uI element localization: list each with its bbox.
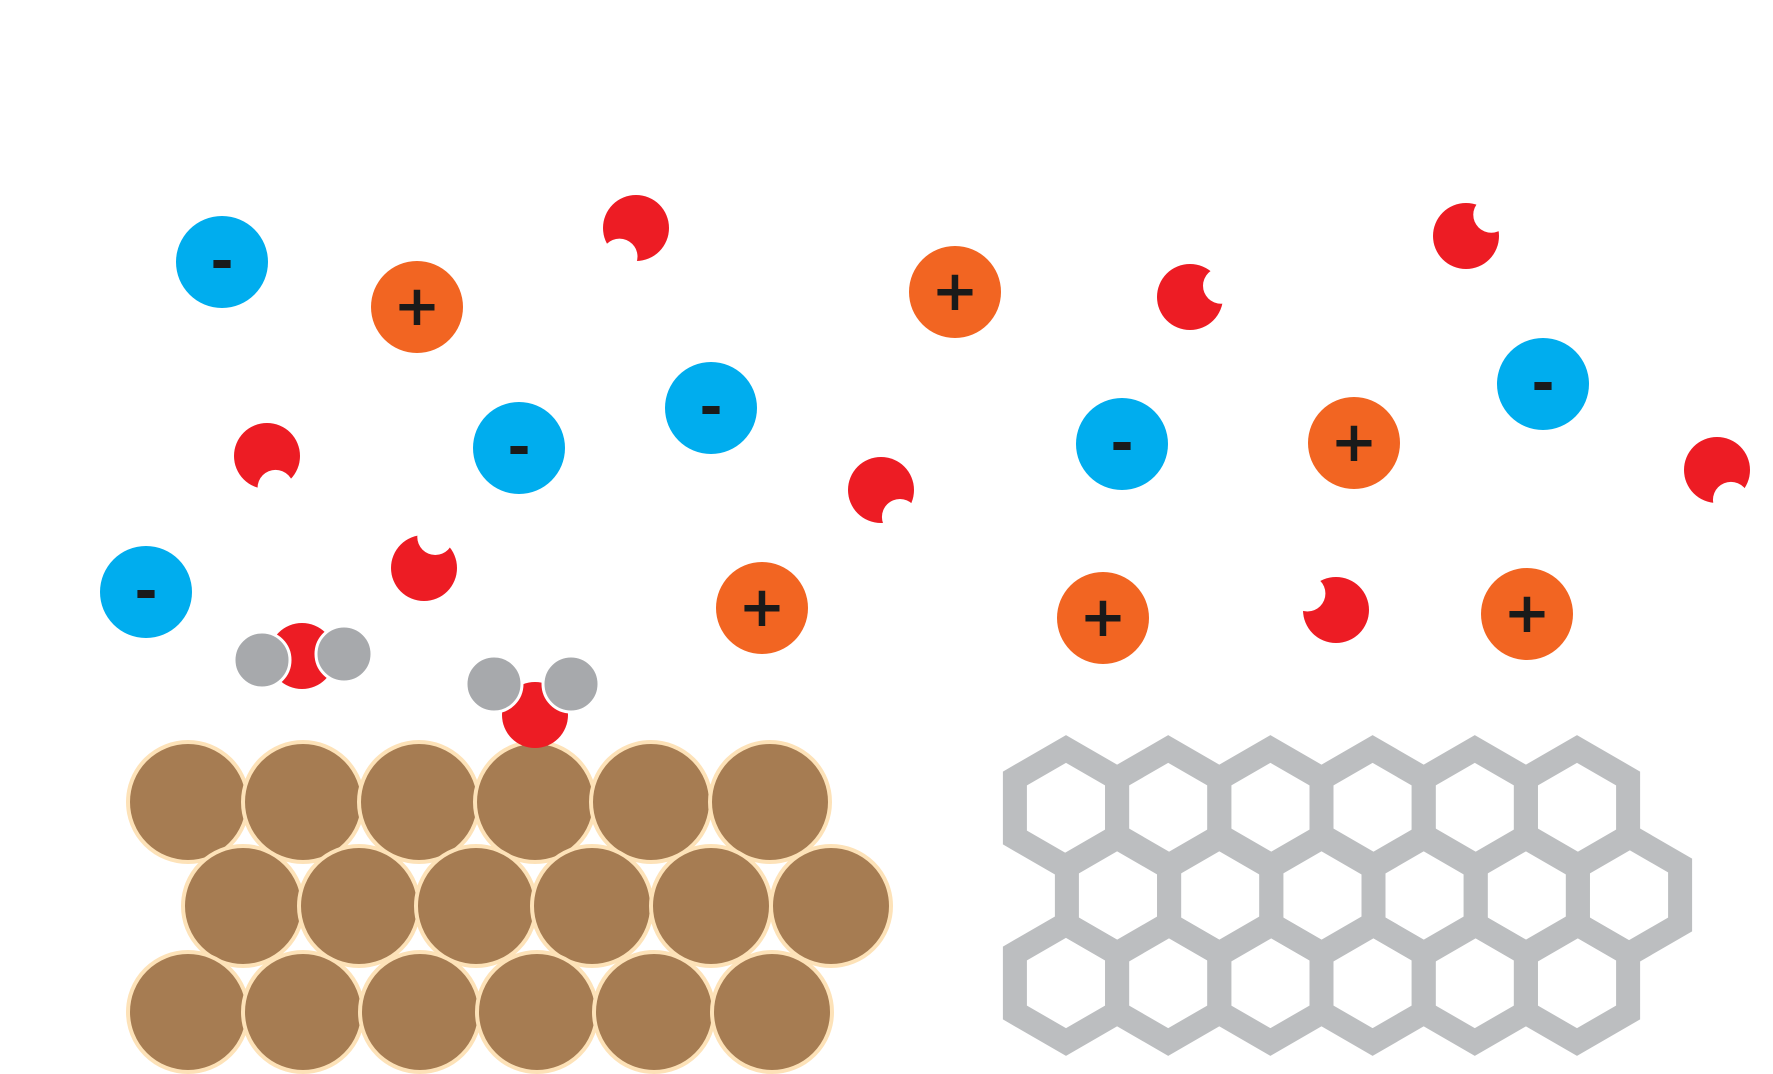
- hydroxide-ion-icon: [1433, 196, 1510, 269]
- positive-ion-icon: +: [1481, 568, 1573, 660]
- positive-ion-icon: +: [1057, 572, 1149, 664]
- metal-atom: [297, 844, 421, 968]
- ion-sign: +: [1080, 585, 1127, 650]
- metal-atom: [181, 844, 305, 968]
- ion-sign: +: [739, 575, 786, 640]
- cations: + + + + + +: [371, 246, 1573, 664]
- negative-ion-icon: -: [665, 362, 757, 454]
- ion-sign: -: [210, 229, 233, 294]
- ion-sign: +: [1504, 581, 1551, 646]
- metal-atom: [530, 844, 654, 968]
- negative-ion-icon: -: [1497, 338, 1589, 430]
- ion-sign: +: [394, 274, 441, 339]
- graphene-hexagon: [1513, 910, 1641, 1056]
- negative-ion-icon: -: [473, 402, 565, 494]
- metal-atom: [649, 844, 773, 968]
- hydroxide-ion-icon: [1157, 264, 1240, 330]
- metal-atom: [473, 740, 597, 864]
- metal-atom: [357, 740, 481, 864]
- positive-ion-icon: +: [716, 562, 808, 654]
- metal-atom: [475, 950, 599, 1074]
- positive-ion-icon: +: [909, 246, 1001, 338]
- water-molecules: [232, 623, 601, 748]
- hydroxide-ions: [234, 195, 1750, 643]
- metal-electrode: [126, 740, 893, 1074]
- hydroxide-ion-icon: [391, 518, 457, 601]
- hydroxide-ion-icon: [1289, 575, 1369, 643]
- ion-sign: -: [1110, 411, 1133, 476]
- negative-ion-icon: -: [176, 216, 268, 308]
- ion-sign: -: [1531, 351, 1554, 416]
- ion-sign: +: [1331, 410, 1378, 475]
- graphene-hexagon: [1411, 910, 1538, 1056]
- metal-atom: [589, 740, 713, 864]
- hydroxide-ion-icon: [601, 195, 669, 275]
- ion-sign: -: [507, 415, 530, 480]
- metal-atom: [241, 740, 365, 864]
- metal-atom: [414, 844, 538, 968]
- negative-ion-icon: -: [1076, 398, 1168, 490]
- positive-ion-icon: +: [371, 261, 463, 353]
- positive-ion-icon: +: [1308, 397, 1400, 489]
- water-molecule-icon: [232, 623, 374, 690]
- ion-sign: -: [134, 559, 157, 624]
- metal-atom: [708, 740, 832, 864]
- hydroxide-ion-icon: [234, 423, 300, 506]
- ion-sign: +: [932, 259, 979, 324]
- metal-atom: [358, 950, 482, 1074]
- graphene-hexagon: [1002, 910, 1130, 1056]
- graphene-electrode: [1002, 735, 1693, 1056]
- water-molecule-icon: [464, 654, 601, 748]
- metal-atom: [126, 740, 250, 864]
- metal-atom: [769, 844, 893, 968]
- metal-atom: [710, 950, 834, 1074]
- ion-sign: -: [699, 375, 722, 440]
- metal-atom: [592, 950, 716, 1074]
- graphene-hexagon: [1207, 910, 1334, 1056]
- graphene-hexagon: [1309, 910, 1436, 1056]
- negative-ion-icon: -: [100, 546, 192, 638]
- anions: - - - - - -: [100, 216, 1589, 638]
- graphene-hexagon: [1105, 910, 1232, 1056]
- hydroxide-ion-icon: [1684, 437, 1750, 518]
- metal-atom: [241, 950, 365, 1074]
- metal-atom: [126, 950, 250, 1074]
- hydroxide-ion-icon: [848, 457, 918, 536]
